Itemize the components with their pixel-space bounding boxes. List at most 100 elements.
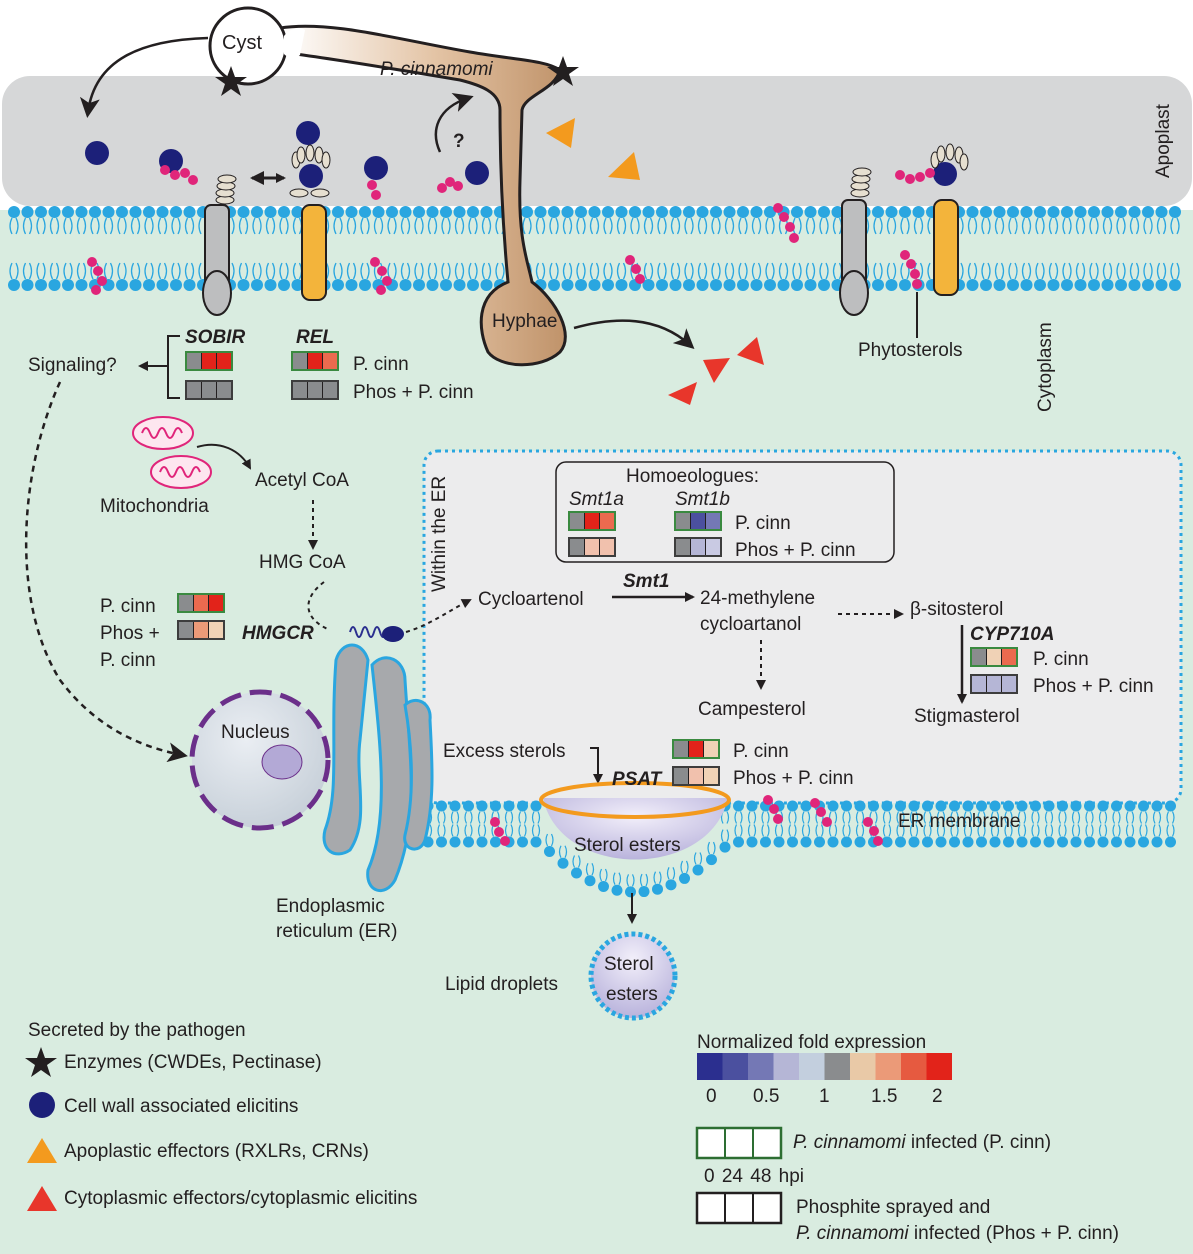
smt1a-pcinn-heatmap [568, 511, 616, 531]
legend-item-elicitins: Cell wall associated elicitins [64, 1096, 299, 1117]
nucleus-label: Nucleus [221, 722, 290, 743]
star-icon [547, 56, 579, 86]
hmgcr-pcinn-label: P. cinn [100, 596, 156, 617]
smt1a-phos-heatmap [568, 537, 616, 557]
sterol-ester-lens [539, 781, 731, 860]
scale-cell [722, 1053, 748, 1080]
smt1-pcinn-label: P. cinn [735, 513, 791, 534]
heatmap-cell [704, 741, 718, 757]
psat-pcinn-label: P. cinn [733, 741, 789, 762]
apoplast-region [2, 76, 1192, 206]
legend-item-cytoplasmic: Cytoplasmic effectors/cytoplasmic elicit… [64, 1188, 418, 1209]
sobir-label: SOBIR [185, 327, 246, 348]
rel-phos-heatmap [291, 380, 339, 400]
heatmap-cell [600, 539, 614, 555]
heatmap-cell [706, 513, 720, 529]
hmgcr-enzyme [349, 626, 404, 642]
circle-icon [299, 164, 323, 188]
rel-phos-label: Phos + P. cinn [353, 382, 474, 403]
methylene-label: 24-methylene [700, 588, 816, 609]
hmgcr-phos-label-2: P. cinn [100, 650, 156, 671]
heatmap-cell [570, 539, 585, 555]
phytosterol-group [87, 165, 935, 846]
scale-cell [926, 1053, 952, 1080]
heatmap-cell [585, 539, 600, 555]
heatmap-cell [308, 353, 323, 369]
heatmap-cell [323, 353, 337, 369]
hmgcr-pcinn-heatmap [177, 593, 225, 613]
er-membrane-label: ER membrane [898, 811, 1021, 832]
heatmap-cell [187, 353, 202, 369]
red-triangle-icon [737, 337, 764, 365]
mitochondria-label: Mitochondria [100, 496, 209, 517]
circle-icon [364, 156, 388, 180]
circle-icon [29, 1092, 55, 1118]
excess-sterols-label: Excess sterols [443, 741, 566, 762]
circle-icon [85, 141, 109, 165]
heatmap-cell [674, 768, 689, 784]
homoeologues-label: Homoeologues: [626, 466, 760, 487]
legend-phosphite-label-2: P. cinnamomi infected (Phos + P. cinn) [796, 1224, 1119, 1243]
circle-icon [933, 162, 957, 186]
rel-receptor [289, 144, 331, 301]
heatmap-cell [293, 353, 308, 369]
star-icon [215, 66, 247, 96]
red-triangle-icon [703, 358, 730, 383]
heatmap-cell [194, 595, 209, 611]
orange-triangle-icon [27, 1138, 57, 1163]
cycloartenol-label: Cycloartenol [478, 589, 584, 610]
heatmap-cell [217, 382, 231, 398]
heatmap-cell [194, 622, 209, 638]
sterol-esters-label: Sterol esters [574, 835, 681, 856]
legend-empty-box-phosphite [695, 1191, 783, 1225]
scale-cell [850, 1053, 876, 1080]
hyphae-shape [278, 24, 567, 367]
release-arrow [79, 36, 209, 118]
scale-tick-1: 0.5 [753, 1086, 780, 1107]
heatmap-cell [209, 622, 223, 638]
heatmap-cell [202, 353, 217, 369]
heatmap-cell [308, 382, 323, 398]
legend-phosphite-suffix: infected (Phos + P. cinn) [908, 1223, 1120, 1244]
legend-infected-suffix: infected (P. cinn) [905, 1132, 1052, 1153]
heatmap-cell [987, 649, 1002, 665]
receptor-right-yellow [930, 143, 969, 296]
hmgcr-phos-heatmap [177, 620, 225, 640]
color-scale-bar [697, 1053, 952, 1080]
mitochondria-icon [132, 416, 212, 489]
endoplasmic-reticulum-shape [322, 643, 434, 893]
droplet-esters-label: esters [606, 984, 658, 1005]
scale-title: Normalized fold expression [697, 1032, 927, 1053]
orange-triangle-icon [546, 118, 575, 148]
heatmap-cell [179, 622, 194, 638]
legend-phosphite-species: P. cinnamomi [796, 1223, 909, 1244]
heatmap-cell [600, 513, 614, 529]
cyp-pcinn-label: P. cinn [1033, 649, 1089, 670]
hyphae-label: Hyphae [492, 311, 558, 332]
smt1b-phos-heatmap [674, 537, 722, 557]
cyp-phos-heatmap [970, 674, 1018, 694]
heatmap-cell [570, 513, 585, 529]
red-triangle-icon [668, 382, 697, 405]
campesterol-label: Campesterol [698, 699, 806, 720]
pathogen-label: P. cinnamomi [380, 59, 493, 80]
circle-icon [296, 121, 320, 145]
scale-tick-4: 2 [932, 1086, 943, 1107]
heatmap-cell [187, 382, 202, 398]
heatmap-cell [676, 513, 691, 529]
heatmap-cell [202, 382, 217, 398]
scale-cell [799, 1053, 825, 1080]
within-er-label: Within the ER [429, 475, 450, 592]
heatmap-cell [1002, 649, 1016, 665]
scale-cell [748, 1053, 774, 1080]
sobir-receptor [202, 174, 237, 316]
orange-triangle-icon [608, 152, 640, 180]
red-triangle-icon [27, 1186, 57, 1211]
rel-label: REL [296, 327, 334, 348]
heatmap-cell [323, 382, 337, 398]
lipid-droplets-label: Lipid droplets [445, 974, 559, 995]
scale-tick-2: 1 [819, 1086, 830, 1107]
hmgcr-label: HMGCR [242, 623, 314, 644]
